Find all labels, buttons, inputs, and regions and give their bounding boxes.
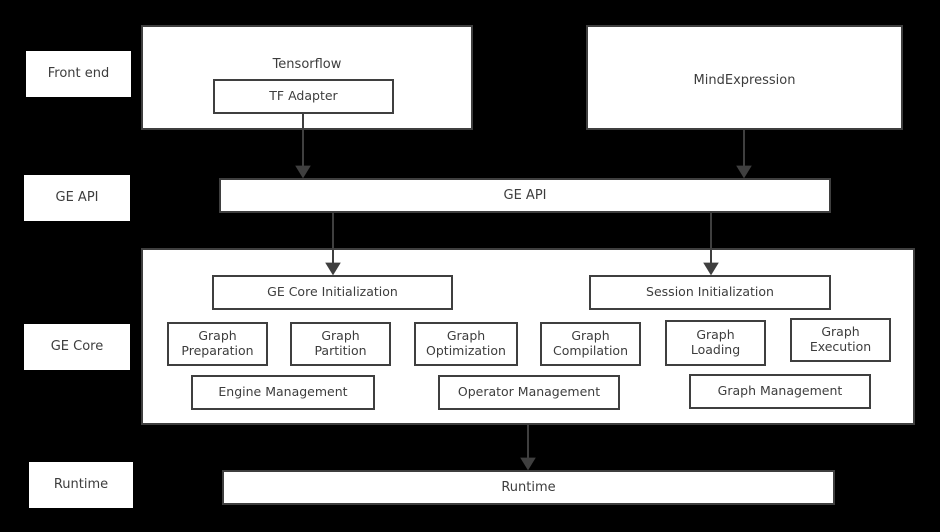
stage-label-ge-core: GE Core xyxy=(24,324,130,370)
graph-execution-label: Graph Execution xyxy=(809,324,872,354)
graph-optimization-box: Graph Optimization xyxy=(414,322,518,366)
ge-api-bar-label: GE API xyxy=(503,187,547,203)
stage-label-runtime: Runtime xyxy=(29,462,133,508)
graph-optimization-label: Graph Optimization xyxy=(426,328,506,358)
operator-management-label: Operator Management xyxy=(457,384,601,400)
mindexpression-title: MindExpression xyxy=(693,73,796,88)
mindexpression-panel: MindExpression xyxy=(586,25,903,130)
graph-compilation-box: Graph Compilation xyxy=(540,322,641,366)
stage-label-text: GE Core xyxy=(50,339,104,355)
tensorflow-title: Tensorflow xyxy=(272,57,342,72)
graph-loading-label: Graph Loading xyxy=(690,327,741,357)
graph-preparation-box: Graph Preparation xyxy=(167,322,268,366)
graph-loading-box: Graph Loading xyxy=(665,320,766,366)
tf-adapter-label: TF Adapter xyxy=(269,88,338,104)
ge-api-bar: GE API xyxy=(219,178,831,213)
ge-core-initialization-label: GE Core Initialization xyxy=(267,284,398,300)
graph-partition-box: Graph Partition xyxy=(290,322,391,366)
graph-partition-label: Graph Partition xyxy=(314,328,367,358)
stage-label-text: GE API xyxy=(55,190,99,206)
ge-core-initialization-box: GE Core Initialization xyxy=(212,275,453,310)
graph-compilation-label: Graph Compilation xyxy=(552,328,629,358)
stage-label-ge-api: GE API xyxy=(24,175,130,221)
engine-management-label: Engine Management xyxy=(218,384,348,400)
tf-adapter-box: TF Adapter xyxy=(213,79,394,114)
stage-label-text: Runtime xyxy=(53,477,109,493)
tensorflow-panel: Tensorflow xyxy=(141,25,473,130)
operator-management-box: Operator Management xyxy=(438,375,620,410)
graph-preparation-label: Graph Preparation xyxy=(181,328,254,358)
engine-management-box: Engine Management xyxy=(191,375,375,410)
graph-execution-box: Graph Execution xyxy=(790,318,891,362)
session-initialization-box: Session Initialization xyxy=(589,275,831,310)
runtime-bar: Runtime xyxy=(222,470,835,505)
runtime-bar-label: Runtime xyxy=(501,479,556,495)
stage-label-front-end: Front end xyxy=(26,51,131,97)
graph-management-box: Graph Management xyxy=(689,374,871,409)
stage-label-text: Front end xyxy=(47,66,110,82)
graph-management-label: Graph Management xyxy=(717,383,843,399)
session-initialization-label: Session Initialization xyxy=(646,284,774,300)
